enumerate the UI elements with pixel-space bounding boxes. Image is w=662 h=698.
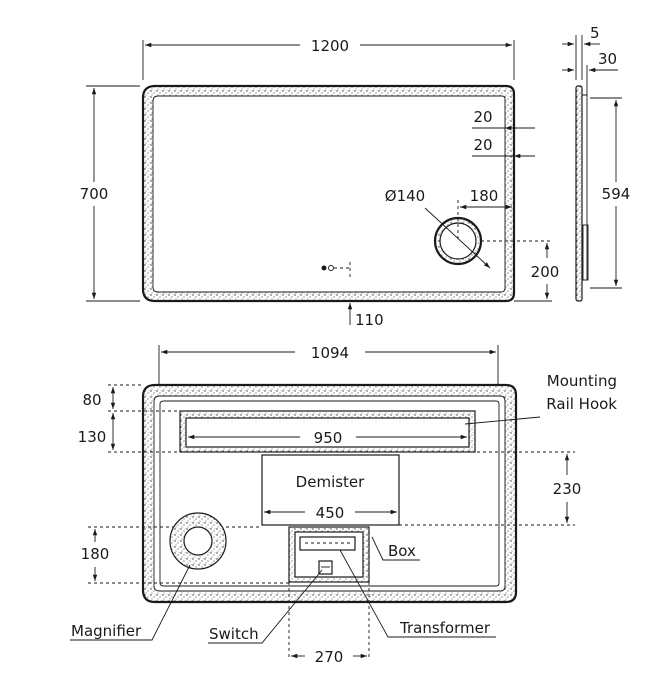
sensor-offset-label: 110: [355, 311, 384, 329]
elec-box: [288, 526, 370, 583]
edge-side-label: 20: [473, 136, 492, 154]
rear-magnifier-offset-label: 180: [81, 545, 110, 563]
transformer-leader: [339, 549, 496, 638]
mounting-label-line2: Rail Hook: [546, 395, 617, 413]
magnifier-leader: [70, 564, 191, 641]
switch-unit: [318, 560, 333, 575]
rear-glass-inner: [153, 395, 506, 592]
mounting-leader: [464, 416, 541, 425]
demister-offset-label: 230: [553, 480, 582, 498]
demister-label: Demister: [296, 473, 365, 491]
demister-pad: [261, 454, 400, 526]
front-magnifier-lens: [439, 222, 477, 260]
mounting-rail: [179, 410, 476, 453]
rear-magnifier-outline: [169, 512, 227, 570]
transformer-label: Transformer: [399, 619, 491, 637]
mounting-label-line1: Mounting: [547, 372, 617, 390]
side-glass: [576, 86, 582, 301]
rear-top-offset-label: 80: [82, 391, 101, 409]
front-view: 1200 700 20 20 Ø140 180 200: [80, 37, 560, 329]
rear-frame-inner: [159, 400, 500, 587]
elec-box-inner: [294, 531, 364, 578]
box-width-label: 270: [315, 648, 344, 666]
magnifier-right-offset-label: 180: [470, 187, 499, 205]
front-mirror-outline: [141, 84, 516, 303]
front-height-label: 700: [80, 185, 109, 203]
box-leader: [371, 536, 420, 561]
front-width-label: 1200: [311, 37, 349, 55]
box-label: Box: [388, 542, 416, 560]
mounting-rail-inner: [185, 417, 470, 448]
rear-magnifier-center: [183, 526, 213, 556]
magnifier-diameter-label: Ø140: [385, 187, 425, 205]
edge-top-label: 20: [473, 108, 492, 126]
demister-width-label: 450: [316, 504, 345, 522]
magnifier-label: Magnifier: [71, 622, 142, 640]
total-depth-label: 30: [598, 50, 617, 68]
switch-label: Switch: [209, 625, 259, 643]
transformer-unit: [299, 536, 356, 551]
rear-rail-height-label: 130: [78, 428, 107, 446]
front-glass-inner: [152, 95, 506, 293]
rear-width-label: 1094: [311, 344, 349, 362]
rear-mirror-outline: [141, 383, 518, 604]
rail-width-label: 950: [314, 429, 343, 447]
side-view: 5 30 594: [562, 24, 631, 302]
magnifier-bottom-offset-label: 200: [531, 263, 560, 281]
rail-height-label: 594: [602, 185, 631, 203]
sensor-ring: [328, 265, 334, 271]
side-box: [582, 224, 589, 281]
sensor-dot: [321, 265, 327, 271]
diameter-leader: [424, 207, 491, 269]
switch-leader: [208, 569, 323, 644]
side-glass-outline: [575, 85, 583, 302]
rear-view: 1094 80 130 950 Mounting Rail Hook Demis…: [70, 344, 617, 666]
glass-thickness-label: 5: [590, 24, 600, 42]
